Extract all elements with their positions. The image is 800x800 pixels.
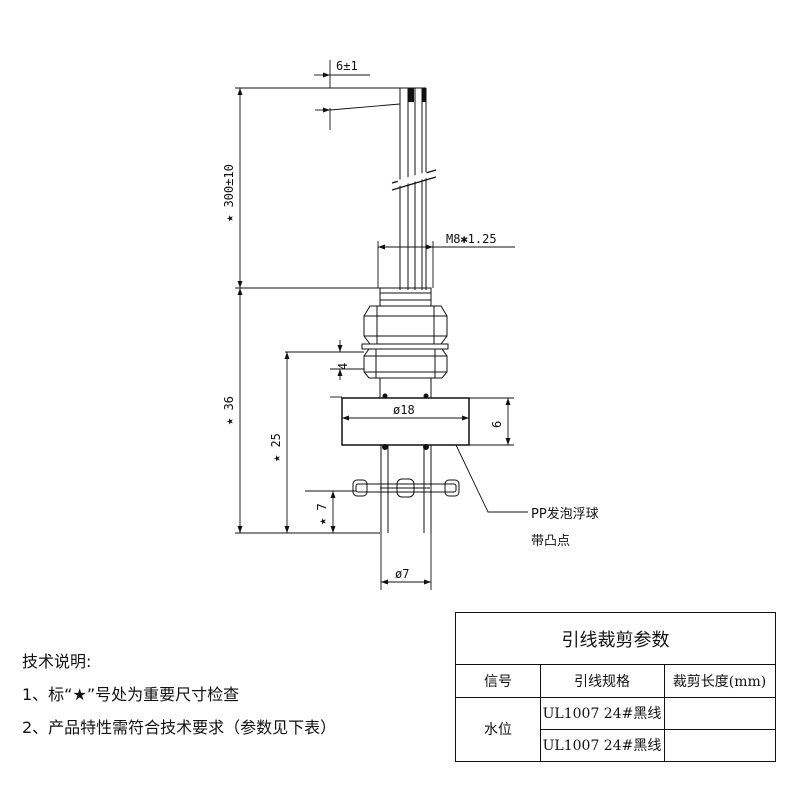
callout-float-material: PP发泡浮球 [531,506,599,522]
technical-notes: 技术说明: 1、标“★”号处为重要尺寸检查 2、产品特性需符合技术要求（参数见下… [22,645,442,744]
table-header-length: 裁剪长度(mm) [672,674,767,690]
stem [352,445,460,533]
dim-lead-length: ★ 300±10 [222,164,236,222]
dim-to-float-bottom: ★ 25 [269,433,283,462]
threaded-body [361,287,449,399]
table-row-2-length [664,729,775,761]
lead-cut-table: 引线裁剪参数 信号 引线规格 裁剪长度(mm) 水位 UL1007 24#黑线 … [455,612,776,762]
dim-stopper: ★ 7 [315,503,329,525]
dim-stem-diameter: ø7 [395,567,409,581]
table-signal-cell: 水位 [484,722,512,738]
table-title: 引线裁剪参数 [456,613,775,665]
note-item-2: 2、产品特性需符合技术要求（参数见下表） [22,718,337,737]
note-item-1: 1、标“★”号处为重要尺寸检查 [22,685,240,704]
pp-float [341,397,470,450]
dim-thread: M8✱1.25 [446,232,497,246]
notes-heading: 技术说明: [22,652,92,671]
dimension-lines [237,72,528,585]
dim-float-height: 6 [490,421,504,428]
table-header-spec: 引线规格 [574,674,630,690]
table-header-signal: 信号 [484,674,512,690]
dim-float-diameter: ø18 [393,403,415,417]
table-row-1-length [664,697,775,729]
dim-total-height: ★ 36 [222,396,236,425]
lead-wires [391,88,437,290]
dim-wire-offset: 6±1 [336,59,358,73]
dim-nut-gap: 4 [336,363,350,370]
table-row-2-spec: UL1007 24#黑线 [542,738,662,754]
table-row-1-spec: UL1007 24#黑线 [542,706,662,722]
extension-lines [235,60,514,590]
callout-float-feature: 带凸点 [531,534,570,549]
